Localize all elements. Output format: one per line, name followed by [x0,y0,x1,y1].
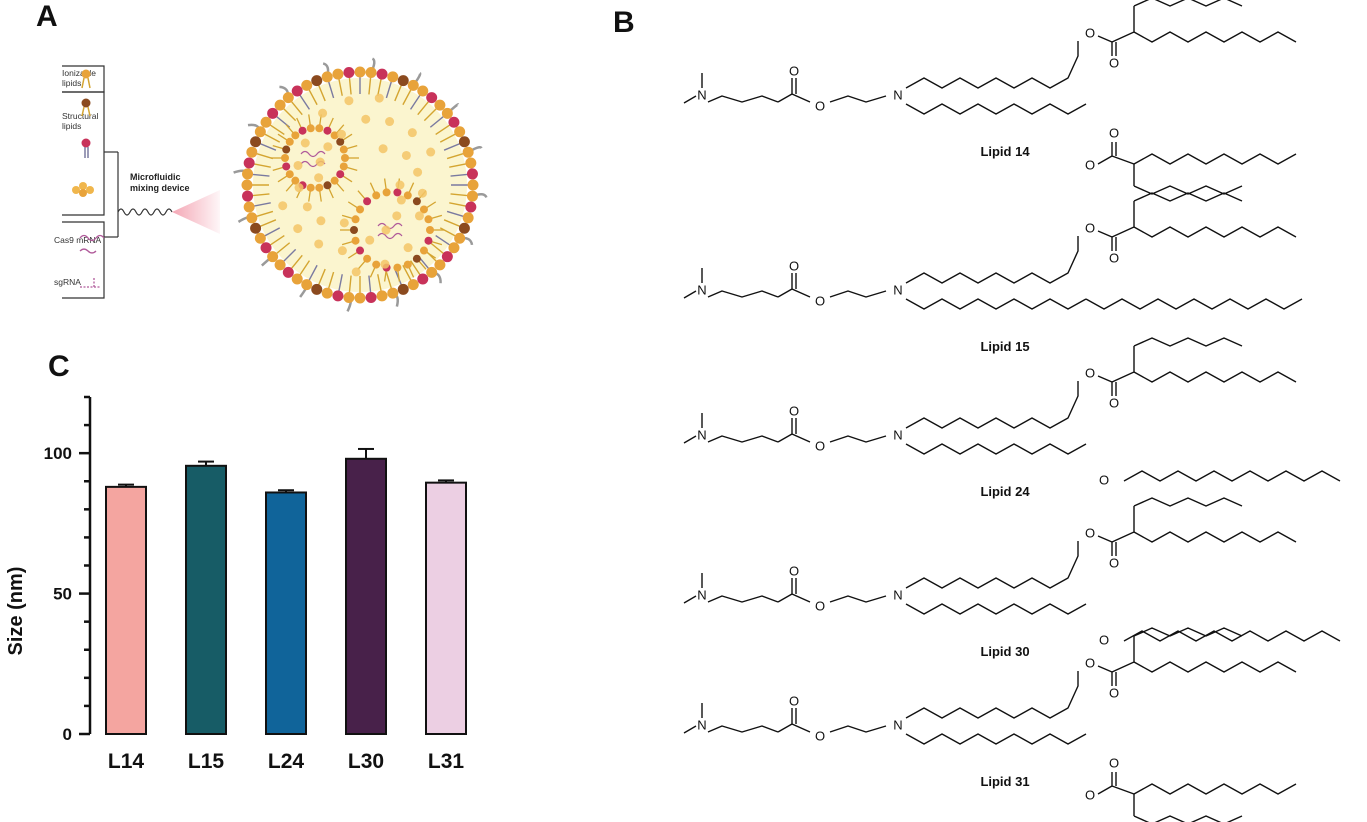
atom-n: N [893,282,902,297]
atom-o: O [1085,787,1095,802]
y-axis: 0 50 100 [44,395,92,744]
legend-crimson-lipid-icon [81,138,91,158]
bar-l15 [185,464,227,735]
atom-o: O [1085,525,1095,540]
bar-l14 [105,485,147,735]
atom-o: O [789,693,799,708]
legend-mrna-icon [79,234,105,242]
atom-n: N [893,587,902,602]
x-tick-label: L15 [188,750,225,773]
lnp-particle [233,57,488,312]
mixing-cone [172,190,220,234]
atom-n: N [697,87,706,102]
atom-n: N [697,587,706,602]
legend-brown-lipid-icon [81,98,91,117]
atom-o: O [1085,25,1095,40]
lipid-label: Lipid 31 [980,774,1029,789]
size-bar-chart: 0 50 100 L14 L15 L24 L30 L31 Size (nm) [5,395,467,773]
atom-o: O [1085,220,1095,235]
y-axis-label: Size (nm) [5,567,27,656]
atom-o: O [815,598,825,613]
y-tick-label: 50 [53,585,72,604]
legend-ionizable-2: lipids [62,78,81,88]
atom-o: O [1085,365,1095,380]
legend-brackets [62,65,119,299]
legend-structural-1: Structural [62,111,98,121]
atom-o: O [1099,472,1109,487]
atom-o: O [1109,250,1119,265]
atom-o: O [789,258,799,273]
atom-o: O [815,98,825,113]
y-tick-label: 0 [63,725,72,744]
lipid-label: Lipid 15 [980,339,1029,354]
legend-sgrna-icon [80,277,100,288]
x-tick-label: L31 [428,750,465,773]
atom-o: O [1109,55,1119,70]
legend-ionizable-icon [81,69,91,89]
atom-o: O [1109,555,1119,570]
atom-o: O [1099,632,1109,647]
atom-n: N [893,87,902,102]
legend-ionizable-1: Ionizable [62,68,96,78]
x-tick-label: L24 [268,750,305,773]
atom-o: O [789,63,799,78]
legend-sgrna: sgRNA [54,277,81,287]
legend-cholesterol-icon [72,182,94,197]
device-label-1: Microfluidic [130,172,181,182]
atom-o: O [815,293,825,308]
atom-o: O [1109,685,1119,700]
atom-o: O [815,438,825,453]
lipid-label: Lipid 24 [980,484,1030,499]
atom-o: O [1109,395,1119,410]
lipid-label: Lipid 14 [980,144,1030,159]
atom-o: O [789,403,799,418]
atom-n: N [697,427,706,442]
atom-n: N [893,717,902,732]
atom-o: O [1085,655,1095,670]
panel-label-b: B [613,6,635,39]
device-label-2: mixing device [130,183,190,193]
atom-o: O [789,563,799,578]
atom-n: N [697,717,706,732]
x-tick-label: L30 [348,750,384,773]
atom-o: O [1085,157,1095,172]
atom-o: O [815,728,825,743]
bar-l31 [425,481,467,736]
lipid-label: Lipid 30 [980,644,1029,659]
legend-structural-2: lipids [62,121,81,131]
panel-label-c: C [48,350,70,383]
legend-cas9: Cas9 mRNA [54,235,102,245]
bar-l30 [345,457,387,736]
atom-n: N [893,427,902,442]
atom-n: N [697,282,706,297]
y-tick-label: 100 [44,444,72,463]
x-tick-label: L14 [108,750,145,773]
atom-o: O [1109,755,1119,770]
lnp-schematic: Ionizable lipids Structural lipids Cas9 … [54,57,488,312]
bar-l24 [265,491,307,735]
atom-o: O [1109,125,1119,140]
mixing-channel [117,208,173,216]
panel-label-a: A [36,0,58,33]
